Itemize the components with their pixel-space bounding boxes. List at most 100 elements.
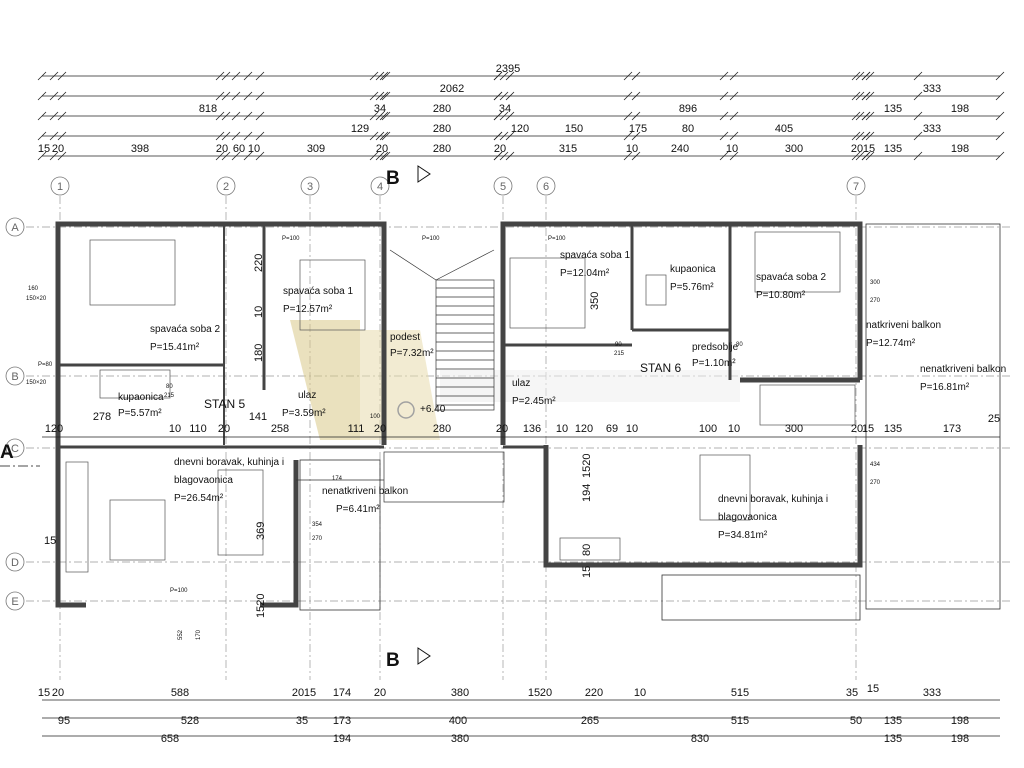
- room-balcony-left-name: nenatkriveni balkon: [322, 486, 408, 497]
- dimension-tick: [231, 151, 241, 161]
- room-bedroom2-right-area: P=10.80m²: [756, 290, 806, 301]
- dim-b1-588: 588: [171, 687, 189, 699]
- room-covered-balcony-name: natkriveni balkon: [866, 320, 941, 331]
- dimension-tick: [243, 91, 253, 101]
- dim-175: 175: [629, 123, 647, 135]
- dim-20d: 20: [494, 143, 506, 155]
- dimension-tick: [865, 151, 875, 161]
- dim-b2-50: 50: [850, 715, 862, 727]
- dim-c-10b: 10: [556, 423, 568, 435]
- room-covered-balcony-area: P=12.74m²: [866, 338, 916, 349]
- room-labels: spavaća soba 2 P=15.41m² spavaća soba 1 …: [38, 236, 1006, 594]
- dim-v-270b: 270: [870, 480, 881, 486]
- dimension-tick: [499, 111, 509, 121]
- dim-c-10a: 10: [169, 423, 181, 435]
- dim-c-10d: 10: [728, 423, 740, 435]
- dim-280b: 280: [433, 123, 451, 135]
- room-bedroom1-right-area: P=12.04m²: [560, 268, 610, 279]
- dim-c-173: 173: [943, 423, 961, 435]
- dimension-tick: [631, 71, 641, 81]
- dim-b1-35: 35: [846, 687, 858, 699]
- dim-b1-220: 220: [585, 687, 603, 699]
- dimension-tick: [855, 91, 865, 101]
- dim-b2-400: 400: [449, 715, 467, 727]
- dim-v-170: 170: [196, 629, 202, 640]
- dimension-tick: [243, 71, 253, 81]
- axis-labels: 1 2 3 4 5 6 7 A B C D E: [11, 181, 859, 608]
- dimension-tick: [375, 71, 385, 81]
- room-bathroom-left-name: kupaonica: [118, 392, 164, 403]
- room-living-left-name2: blagovaonica: [174, 475, 233, 486]
- room-bathroom-right-area: P=5.76m²: [670, 282, 714, 293]
- dimension-tick: [855, 71, 865, 81]
- axis-col-7: 7: [853, 181, 859, 193]
- dimension-tick: [865, 111, 875, 121]
- dim-b1-15: 15: [38, 687, 50, 699]
- room-entrance-right-area: P=2.45m²: [512, 396, 556, 407]
- opening-215b: 215: [164, 393, 175, 399]
- dim-309: 309: [307, 143, 325, 155]
- dimension-tick: [255, 131, 265, 141]
- section-b-bottom: B: [386, 650, 400, 671]
- dimension-tick: [375, 151, 385, 161]
- dimension-tick: [369, 71, 379, 81]
- dimension-tick: [381, 91, 391, 101]
- dimension-tick: [381, 111, 391, 121]
- dimension-tick: [851, 91, 861, 101]
- balconies: [296, 223, 1001, 621]
- dimension-tick: [37, 71, 47, 81]
- dim-b1-20c: 20: [374, 687, 386, 699]
- dimension-tick: [631, 151, 641, 161]
- dimension-labels-bottom: 15 20 588 20 15 174 20 380 15 20 220 10 …: [38, 683, 969, 745]
- dimension-tick: [379, 131, 389, 141]
- room-entrance-right-name: ulaz: [512, 378, 530, 389]
- dim-b3-135: 135: [884, 733, 902, 745]
- dimension-tick: [57, 131, 67, 141]
- dimension-tick: [631, 131, 641, 141]
- axis-row-b: B: [11, 371, 18, 383]
- dimension-tick: [861, 131, 871, 141]
- dimension-tick: [865, 91, 875, 101]
- dimension-tick: [221, 111, 231, 121]
- dim-135a: 135: [884, 103, 902, 115]
- dimension-tick: [729, 151, 739, 161]
- dim-129: 129: [351, 123, 369, 135]
- dimension-tick: [865, 131, 875, 141]
- section-b-top: B: [386, 168, 400, 189]
- axis-row-e: E: [11, 596, 18, 608]
- dim-b2-265: 265: [581, 715, 599, 727]
- dimension-tick: [995, 111, 1005, 121]
- room-open-balcony-name: nenatkriveni balkon: [920, 364, 1006, 375]
- dimension-tick: [505, 91, 515, 101]
- dimension-tick: [505, 151, 515, 161]
- dimension-tick: [493, 91, 503, 101]
- dimension-tick: [913, 131, 923, 141]
- dimension-tick: [379, 71, 389, 81]
- dimension-tick: [719, 131, 729, 141]
- dim-c-136: 136: [523, 423, 541, 435]
- dim-v-300: 300: [870, 280, 881, 286]
- room-bedroom2-right-name: spavaća soba 2: [756, 272, 826, 283]
- dimension-tick: [381, 131, 391, 141]
- dimension-tick: [37, 151, 47, 161]
- room-bathroom-right-name: kupaonica: [670, 264, 716, 275]
- dimension-tick: [865, 71, 875, 81]
- dimension-tick: [729, 91, 739, 101]
- dim-60: 60: [233, 143, 245, 155]
- dimension-tick: [37, 131, 47, 141]
- dim-v-270a: 270: [312, 536, 323, 542]
- parapet-note-80: P=80: [38, 362, 53, 368]
- dimension-tick: [995, 151, 1005, 161]
- dimension-tick: [995, 131, 1005, 141]
- dim-20c: 20: [376, 143, 388, 155]
- room-landing-name: podest: [390, 332, 420, 343]
- room-bedroom2-left-name: spavaća soba 2: [150, 324, 220, 335]
- dimension-tick: [505, 111, 515, 121]
- dimension-tick: [851, 131, 861, 141]
- dimension-tick: [631, 111, 641, 121]
- dim-b3-830: 830: [691, 733, 709, 745]
- parapet-note-top: P=100: [282, 236, 300, 242]
- dimension-tick: [719, 71, 729, 81]
- dim-c-120b: 120: [575, 423, 593, 435]
- dim-b3-658: 658: [161, 733, 179, 745]
